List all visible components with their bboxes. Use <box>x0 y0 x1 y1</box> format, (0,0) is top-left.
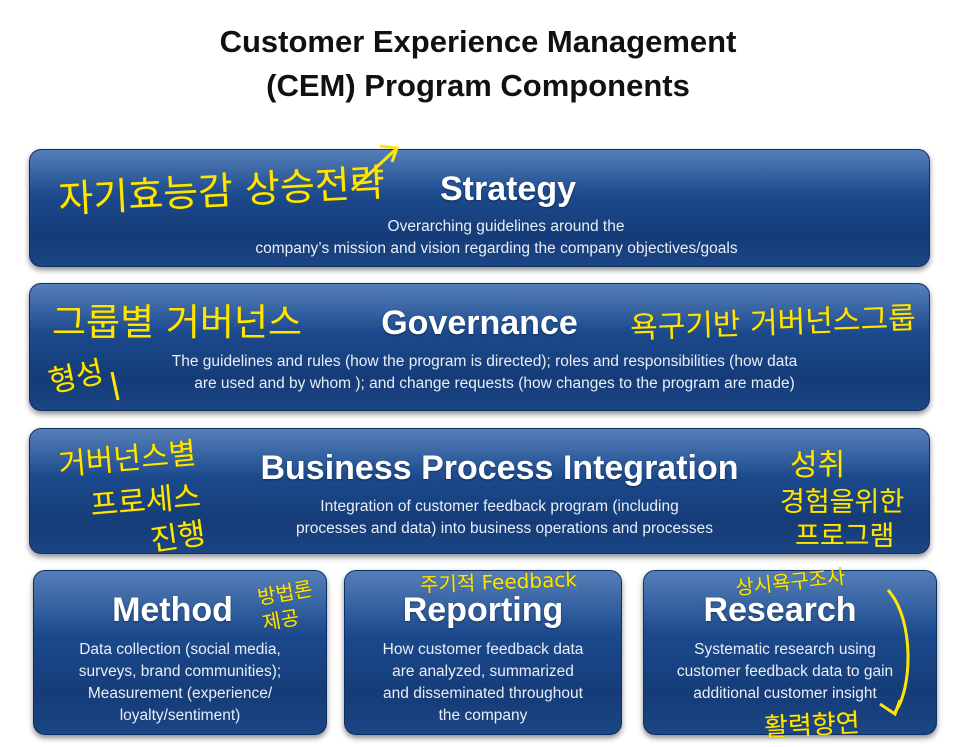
method-desc-line-4: loyalty/sentiment) <box>119 707 241 724</box>
governance-heading: Governance <box>381 304 578 342</box>
business-process-integration-panel: Business Process Integration Integration… <box>29 428 930 554</box>
research-description: Systematic research using customer feedb… <box>644 639 936 705</box>
strategy-description: Overarching guidelines around the compan… <box>30 216 929 260</box>
method-desc-line-1: Data collection (social media, <box>79 641 281 658</box>
method-description: Data collection (social media, surveys, … <box>34 639 326 727</box>
title-line-1: Customer Experience Management <box>219 24 737 59</box>
method-desc-line-2: surveys, brand communities); <box>78 663 282 680</box>
reporting-desc-line-3: and disseminated throughout <box>383 685 583 702</box>
page-title: Customer Experience Management (CEM) Pro… <box>0 20 956 108</box>
method-desc-line-3: Measurement (experience/ <box>87 685 273 702</box>
strategy-heading: Strategy <box>439 170 577 208</box>
method-panel: Method Data collection (social media, su… <box>33 570 327 735</box>
reporting-desc-line-4: the company <box>438 707 528 724</box>
governance-desc-line-1: The guidelines and rules (how the progra… <box>171 353 798 370</box>
strategy-panel: Strategy Overarching guidelines around t… <box>29 149 930 267</box>
bpi-description: Integration of customer feedback program… <box>30 496 929 540</box>
research-desc-line-3: additional customer insight <box>693 685 877 702</box>
bpi-heading: Business Process Integration <box>260 449 739 487</box>
reporting-description: How customer feedback data are analyzed,… <box>345 639 621 727</box>
reporting-desc-line-2: are analyzed, summarized <box>392 663 574 680</box>
research-desc-line-2: customer feedback data to gain <box>676 663 894 680</box>
bpi-desc-line-1: Integration of customer feedback program… <box>320 498 679 515</box>
method-heading: Method <box>112 591 233 629</box>
research-panel: Research Systematic research using custo… <box>643 570 937 735</box>
bpi-desc-line-2: processes and data) into business operat… <box>295 520 714 537</box>
reporting-desc-line-1: How customer feedback data <box>382 641 584 658</box>
reporting-heading: Reporting <box>402 591 564 629</box>
reporting-panel: Reporting How customer feedback data are… <box>344 570 622 735</box>
research-desc-line-1: Systematic research using <box>694 641 876 658</box>
governance-description: The guidelines and rules (how the progra… <box>30 351 929 395</box>
title-line-2: (CEM) Program Components <box>266 68 690 103</box>
governance-panel: Governance The guidelines and rules (how… <box>29 283 930 411</box>
governance-desc-line-2: are used and by whom ); and change reque… <box>194 375 795 392</box>
strategy-desc-line-2: company’s mission and vision regarding t… <box>255 240 738 257</box>
research-heading: Research <box>703 591 857 629</box>
strategy-desc-line-1: Overarching guidelines around the <box>387 218 625 235</box>
